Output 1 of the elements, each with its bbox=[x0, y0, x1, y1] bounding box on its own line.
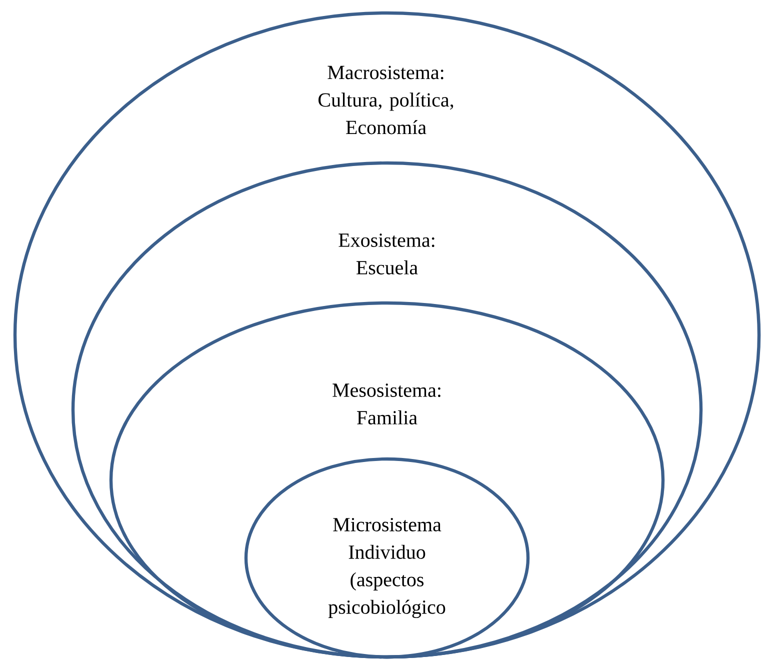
ellipse-ring: Microsistema Individuo (aspectos psicobiológico bbox=[244, 457, 530, 659]
